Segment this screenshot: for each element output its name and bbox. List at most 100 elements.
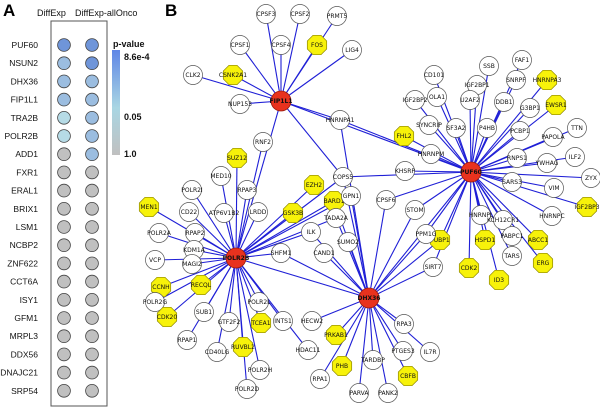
gene-node: CPSF1 xyxy=(230,35,250,55)
allonco-pvalue-dot xyxy=(85,38,99,52)
node-label: RPAP3 xyxy=(238,187,257,194)
gene-node-shape xyxy=(179,202,199,222)
gene-node: KCH12CR1 xyxy=(487,210,519,230)
gene-node: RPAP2 xyxy=(185,223,205,243)
node-label: LIG4 xyxy=(345,47,359,54)
node-label: FIP1L1 xyxy=(270,98,293,105)
gene-node-shape xyxy=(460,90,480,110)
node-label: EWSR1 xyxy=(545,102,567,109)
node-label: SYNCRIP xyxy=(416,122,442,129)
gene-node: HECW2 xyxy=(301,311,323,331)
gene-node: PANK2 xyxy=(378,383,398,403)
network-edge xyxy=(160,257,237,288)
gene-node: LRDD xyxy=(248,202,268,222)
node-label: INTS1 xyxy=(274,318,292,325)
network-edge xyxy=(385,171,472,201)
gene-node-shape xyxy=(510,121,530,141)
node-label: PRMT5 xyxy=(327,13,348,20)
node-label: HNRNPC xyxy=(539,213,564,220)
diffexp-pvalue-dot xyxy=(57,129,71,143)
column-header-diffexp: DiffExp xyxy=(37,8,66,18)
gene-node-shape xyxy=(507,148,527,168)
gene-label: ERAL1 xyxy=(11,186,38,196)
gene-node: TTN xyxy=(567,118,587,138)
gene-node: GTF2F2 xyxy=(218,312,241,332)
gene-node-shape xyxy=(424,65,444,85)
gene-node: IL7R xyxy=(420,342,440,362)
node-label: U2AF2 xyxy=(460,97,480,104)
network-edge xyxy=(368,297,409,377)
gene-row: CCT6A xyxy=(10,274,99,289)
gene-node-shape xyxy=(182,180,202,200)
gene-label: DNAJC21 xyxy=(0,368,38,378)
node-label: MED10 xyxy=(210,173,231,180)
gene-row: SRP54 xyxy=(11,383,99,398)
oncogene-node-shape xyxy=(532,252,554,274)
gene-node-shape xyxy=(502,246,522,266)
node-label: RPA1 xyxy=(312,376,328,383)
gene-node-shape xyxy=(477,118,497,138)
gene-node-shape xyxy=(271,243,291,263)
gene-node-shape xyxy=(310,369,330,389)
network-edge xyxy=(235,189,248,259)
node-label: VCP xyxy=(149,257,161,264)
diffexp-pvalue-dot xyxy=(57,238,71,253)
node-label: PAPOLA xyxy=(541,134,565,141)
network-edge xyxy=(186,257,237,341)
oncogene-node-shape xyxy=(536,69,558,91)
network-edge xyxy=(280,100,344,178)
gene-label: BRIX1 xyxy=(13,204,38,214)
node-label: SIRT7 xyxy=(425,264,442,271)
oncogene-node: RUVBL2 xyxy=(231,336,255,358)
gene-node: DDB1 xyxy=(494,92,514,112)
gene-node: PABPC1 xyxy=(500,226,524,246)
node-label: IGF2BP3 xyxy=(574,204,599,211)
network-edge xyxy=(470,171,588,208)
gene-node: PPM1G xyxy=(416,224,437,244)
oncogene-node-shape xyxy=(331,355,353,377)
gene-node: STOM xyxy=(405,200,425,220)
gene-node: G3BP1 xyxy=(520,98,540,118)
gene-node-shape xyxy=(214,203,234,223)
node-label: SF3A2 xyxy=(447,125,466,132)
gene-label: FIP1L1 xyxy=(11,95,39,105)
gene-label: ISY1 xyxy=(20,295,39,305)
node-label: CSNK2A1 xyxy=(219,72,247,79)
gene-node-shape xyxy=(271,35,291,55)
oncogene-node: ID3 xyxy=(488,269,510,291)
oncogene-node: FOS xyxy=(306,34,328,56)
diffexp-pvalue-dot xyxy=(57,183,71,198)
network-edge xyxy=(368,297,404,352)
oncogene-node-shape xyxy=(527,229,549,251)
network-edge xyxy=(235,157,238,259)
node-label: G3BP1 xyxy=(520,105,540,112)
column-header-diffexp-allonco: DiffExp-allOnco xyxy=(75,8,137,18)
gene-node: CLK2 xyxy=(183,65,203,85)
node-label: PANK2 xyxy=(378,390,398,397)
gene-node-shape xyxy=(341,186,361,206)
node-label: HECW2 xyxy=(301,318,323,325)
gene-node-shape xyxy=(479,56,499,76)
gene-label: NCBP2 xyxy=(10,240,39,250)
hub-node-shape xyxy=(460,161,482,183)
network-edge xyxy=(235,184,315,259)
network-edge xyxy=(358,297,370,394)
gene-node: ATP6V1B2 xyxy=(209,203,239,223)
allonco-pvalue-dot xyxy=(85,365,99,380)
gene-node-shape xyxy=(326,208,346,228)
diffexp-pvalue-dot xyxy=(57,311,71,325)
diffexp-pvalue-dot xyxy=(57,111,71,125)
network-edge xyxy=(235,141,264,259)
gene-node: PTGES3 xyxy=(391,341,415,361)
network-edge xyxy=(368,209,416,299)
gene-node: PARVA xyxy=(349,383,369,403)
network-edge xyxy=(368,266,434,299)
panel-b-letter: B xyxy=(165,1,177,20)
gene-node-shape xyxy=(273,311,293,331)
hub-node: POLR2B xyxy=(223,247,250,269)
gene-label: CCT6A xyxy=(10,277,38,287)
gene-node-shape xyxy=(419,115,439,135)
gene-node-shape xyxy=(314,243,334,263)
